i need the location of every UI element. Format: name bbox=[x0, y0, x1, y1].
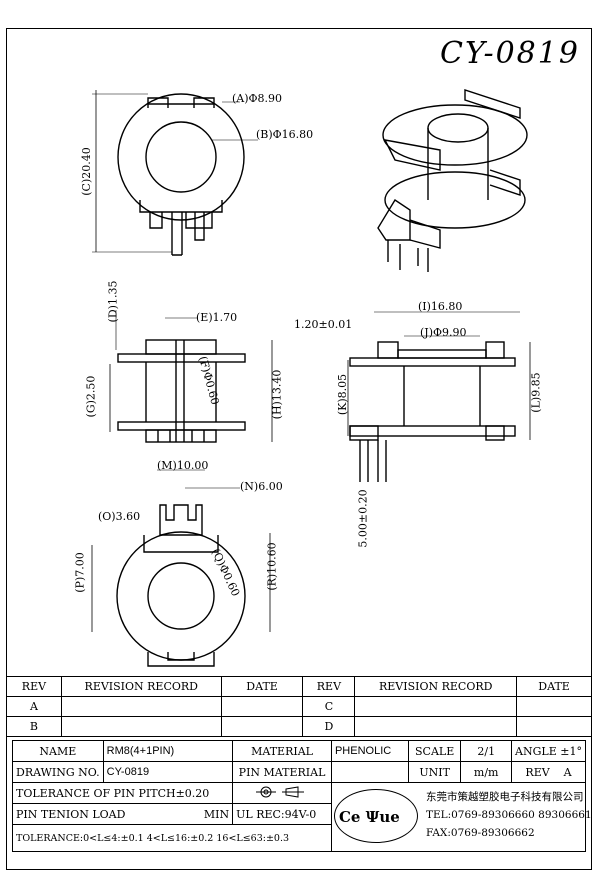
rev-cell: REV A bbox=[511, 761, 586, 783]
dim-i: (I)16.80 bbox=[418, 300, 463, 313]
revision-header-row: REV REVISION RECORD DATE REV REVISION RE… bbox=[6, 676, 592, 697]
record-cell bbox=[354, 696, 518, 717]
dim-b: (B)Φ16.80 bbox=[256, 128, 314, 141]
company-tel: TEL:0769-89306660 89306661 bbox=[425, 809, 592, 821]
angle-cell: ANGLE ±1° bbox=[511, 740, 586, 762]
record-cell bbox=[60, 696, 222, 717]
date-cell bbox=[516, 716, 592, 737]
name-value: RM8(4+1PIN) bbox=[102, 740, 234, 762]
material-value: PHENOLIC bbox=[330, 740, 409, 762]
drawing-no-value: CY-0819 bbox=[102, 761, 234, 783]
title-row-tension: PIN TENION LOAD MIN UL REC:94V-0 bbox=[11, 803, 586, 825]
top-view bbox=[92, 90, 258, 256]
rev-header: REV bbox=[6, 676, 62, 697]
material-label: MATERIAL bbox=[232, 740, 332, 762]
title-row-tolerance: TOLERANCE:0<L≤4:±0.1 4<L≤16:±0.2 16<L≤63… bbox=[12, 824, 586, 852]
revision-record-header: REVISION RECORD bbox=[60, 676, 222, 697]
title-row-name: NAME RM8(4+1PIN) MATERIAL PHENOLIC SCALE… bbox=[12, 740, 586, 762]
company-name: 东莞市策越塑胶电子科技有限公司 bbox=[425, 791, 584, 803]
rev-cell: D bbox=[302, 716, 356, 737]
title-block: NAME RM8(4+1PIN) MATERIAL PHENOLIC SCALE… bbox=[11, 740, 592, 852]
tension-cell: PIN TENION LOAD MIN bbox=[11, 803, 234, 825]
side-view bbox=[109, 310, 273, 443]
title-row-drawing: DRAWING NO. CY-0819 PIN MATERIAL UNIT m/… bbox=[12, 761, 586, 783]
projection-symbol bbox=[232, 782, 332, 804]
rev-label: REV bbox=[525, 765, 550, 779]
front-view bbox=[347, 311, 531, 482]
pin-material-label: PIN MATERIAL bbox=[232, 761, 332, 783]
name-label: NAME bbox=[12, 740, 104, 762]
company-fax: FAX:0769-89306662 bbox=[425, 827, 535, 839]
dim-l: (L)9.85 bbox=[529, 372, 543, 413]
angle-label: ANGLE bbox=[515, 744, 557, 758]
pin-material-value bbox=[330, 761, 409, 783]
record-cell bbox=[60, 716, 222, 737]
rev-header: REV bbox=[302, 676, 356, 697]
general-tolerance: TOLERANCE:0<L≤4:±0.1 4<L≤16:±0.2 16<L≤63… bbox=[12, 824, 332, 852]
unit-label: UNIT bbox=[407, 761, 462, 783]
dim-d: (D)1.35 bbox=[106, 280, 120, 323]
dim-k: (K)8.05 bbox=[336, 373, 350, 416]
dim-h: (H)13.40 bbox=[270, 369, 284, 420]
company-logo: Ce Ψue bbox=[333, 789, 418, 843]
dim-j: (J)Φ9.90 bbox=[420, 326, 467, 339]
company-block: Ce Ψue 东莞市策越塑胶电子科技有限公司 TEL:0769-89306660… bbox=[330, 782, 592, 852]
projection-icon bbox=[256, 785, 305, 798]
dim-a: (A)Φ8.90 bbox=[232, 92, 283, 105]
rev-cell: B bbox=[6, 716, 62, 737]
tension-label: PIN TENION LOAD bbox=[16, 807, 126, 821]
dim-o: (O)3.60 bbox=[98, 510, 141, 523]
dim-c: (C)20.40 bbox=[79, 147, 93, 196]
part-number-title: CY-0819 bbox=[440, 36, 580, 71]
revision-row: B D bbox=[6, 716, 592, 737]
isometric-view bbox=[377, 89, 528, 272]
pitch-tolerance: TOLERANCE OF PIN PITCH±0.20 bbox=[11, 782, 234, 804]
rev-cell: C bbox=[302, 696, 356, 717]
rev-value: A bbox=[563, 765, 572, 779]
date-cell bbox=[516, 696, 592, 717]
angle-value: ±1° bbox=[560, 744, 582, 758]
unit-value: m/m bbox=[460, 761, 513, 783]
date-header: DATE bbox=[220, 676, 304, 697]
drawing-frame bbox=[6, 28, 592, 870]
logo-text: Ce Ψue bbox=[338, 808, 400, 826]
rev-cell: A bbox=[6, 696, 62, 717]
dim-tolerance: 1.20±0.01 bbox=[294, 318, 353, 331]
dim-pin-length: 5.00±0.20 bbox=[356, 489, 370, 548]
dim-e: (E)1.70 bbox=[196, 311, 238, 324]
date-cell bbox=[220, 696, 304, 717]
dim-n: (N)6.00 bbox=[240, 480, 283, 493]
dim-p: (P)7.00 bbox=[73, 552, 87, 593]
scale-value: 2/1 bbox=[460, 740, 513, 762]
tension-min: MIN bbox=[203, 807, 230, 821]
record-cell bbox=[354, 716, 518, 737]
revision-row: A C bbox=[6, 696, 592, 717]
title-row-pitch: TOLERANCE OF PIN PITCH±0.20 Ce Ψue 东莞市策越… bbox=[11, 782, 592, 852]
date-header: DATE bbox=[516, 676, 592, 697]
drawing-no-label: DRAWING NO. bbox=[12, 761, 104, 783]
ul-rec: UL REC:94V-0 bbox=[232, 803, 332, 825]
dim-g: (G)2.50 bbox=[84, 375, 98, 418]
revision-table: REV REVISION RECORD DATE REV REVISION RE… bbox=[6, 676, 592, 737]
date-cell bbox=[220, 716, 304, 737]
dim-r: (R)10.60 bbox=[265, 542, 279, 591]
scale-label: SCALE bbox=[407, 740, 462, 762]
dim-m: (M)10.00 bbox=[157, 459, 209, 472]
revision-record-header: REVISION RECORD bbox=[354, 676, 518, 697]
bottom-view bbox=[91, 469, 271, 667]
